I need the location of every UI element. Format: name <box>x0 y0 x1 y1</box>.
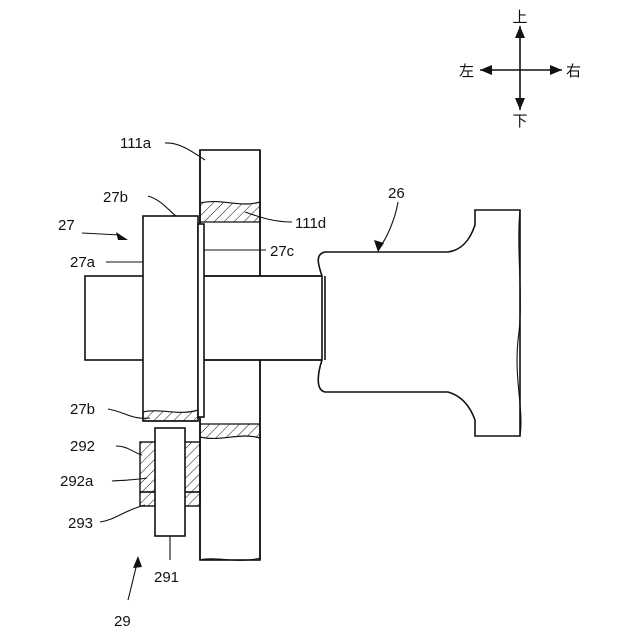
label-29: 29 <box>114 613 131 630</box>
compass-up-label: 上 <box>512 8 527 26</box>
label-292: 292 <box>70 438 95 455</box>
label-291: 291 <box>154 569 179 586</box>
label-27a: 27a <box>70 254 96 271</box>
label-293: 293 <box>68 515 93 532</box>
label-111d: 111d <box>295 215 326 232</box>
label-27b-top: 27b <box>103 189 128 206</box>
arrow-down-icon <box>515 98 525 110</box>
compass-right-label: 右 <box>566 62 581 80</box>
label-111a: 111a <box>120 135 152 152</box>
arrow-up-icon <box>515 26 525 38</box>
arrow-27-icon <box>116 232 128 240</box>
component-27 <box>143 216 204 421</box>
arrow-right-icon <box>550 65 562 75</box>
arrow-left-icon <box>480 65 492 75</box>
hatch-111d-lower <box>200 424 260 438</box>
hatch-111d-upper <box>200 202 260 222</box>
label-27c: 27c <box>270 243 295 260</box>
direction-compass: 上 下 左 右 <box>459 8 581 130</box>
compass-down-label: 下 <box>512 112 527 130</box>
label-27b-bottom: 27b <box>70 401 95 418</box>
label-26: 26 <box>388 185 405 202</box>
compass-left-label: 左 <box>459 62 474 80</box>
component-26 <box>318 210 521 436</box>
label-27: 27 <box>58 217 75 234</box>
arrow-29-icon <box>133 556 142 568</box>
label-292a: 292a <box>60 473 94 490</box>
arrow-26-icon <box>374 240 384 252</box>
component-29 <box>140 428 200 536</box>
